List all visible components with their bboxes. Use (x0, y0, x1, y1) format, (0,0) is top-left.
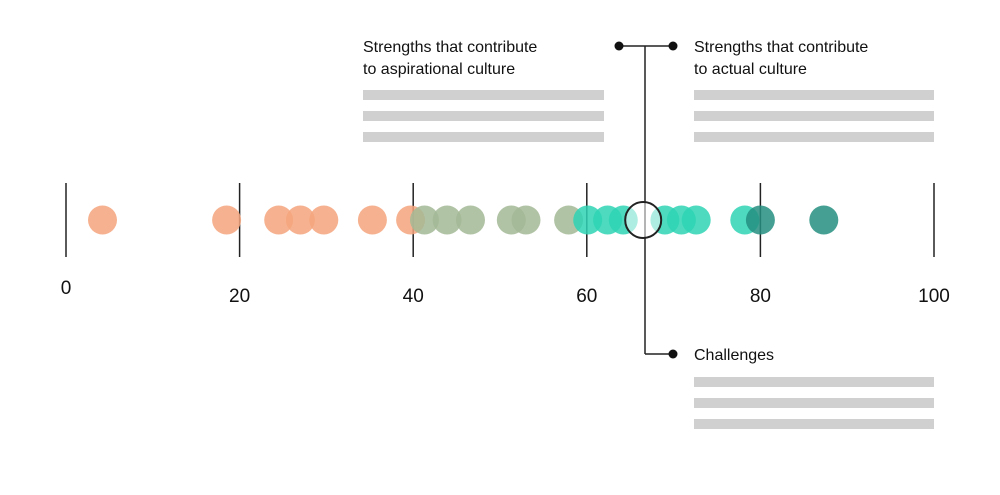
text-placeholder-bar (694, 111, 934, 121)
dot-orange-3 (264, 205, 294, 235)
text-placeholder-bar (694, 90, 934, 100)
tick-label-40: 40 (403, 286, 424, 307)
tick-label-60: 60 (576, 286, 597, 307)
callout-aspirational-title-line2: to aspirational culture (363, 61, 515, 78)
dot-orange-5 (309, 205, 339, 235)
text-placeholder-bar (363, 111, 604, 121)
callout-aspirational-bullet (614, 41, 624, 51)
dot-sage-9 (432, 205, 462, 235)
text-placeholder-bar (694, 419, 934, 429)
callout-aspirational: Strengths that contribute to aspirationa… (363, 39, 645, 142)
callout-challenges-title: Challenges (694, 347, 774, 364)
dot-orange-2 (212, 205, 242, 235)
tick-label-0: 0 (61, 278, 72, 299)
dot-teal-14 (573, 205, 603, 235)
text-placeholder-bar (363, 90, 604, 100)
callout-actual-title-line2: to actual culture (694, 61, 807, 78)
text-placeholder-bar (694, 398, 934, 408)
dot-sage-10 (456, 205, 485, 235)
callout-actual: Strengths that contribute to actual cult… (645, 39, 934, 142)
dot-dark_teal-22 (809, 205, 839, 235)
text-placeholder-bar (363, 132, 604, 142)
dots (88, 205, 839, 235)
text-placeholder-bar (694, 377, 934, 387)
dot-dark_teal-21 (745, 205, 775, 235)
callout-challenges-bullet (668, 349, 678, 359)
dot-orange-4 (285, 205, 315, 235)
tick-label-80: 80 (750, 286, 771, 307)
callout-aspirational-title-line1: Strengths that contribute (363, 39, 537, 56)
text-placeholder-bar (694, 132, 934, 142)
dot-orange-6 (357, 205, 387, 235)
tick-label-20: 20 (229, 286, 250, 307)
callout-challenges: Challenges (645, 347, 934, 429)
dot-orange-1 (88, 205, 117, 235)
selected-value-marker[interactable] (624, 201, 663, 239)
dot-sage-8 (410, 205, 439, 235)
tick-labels: 0 20 40 60 80 100 (61, 278, 950, 307)
callout-actual-bullet (668, 41, 678, 51)
callout-actual-title-line1: Strengths that contribute (694, 39, 868, 56)
dot-sage-12 (511, 205, 541, 235)
tick-label-100: 100 (918, 286, 950, 307)
dot-teal-19 (681, 205, 711, 235)
